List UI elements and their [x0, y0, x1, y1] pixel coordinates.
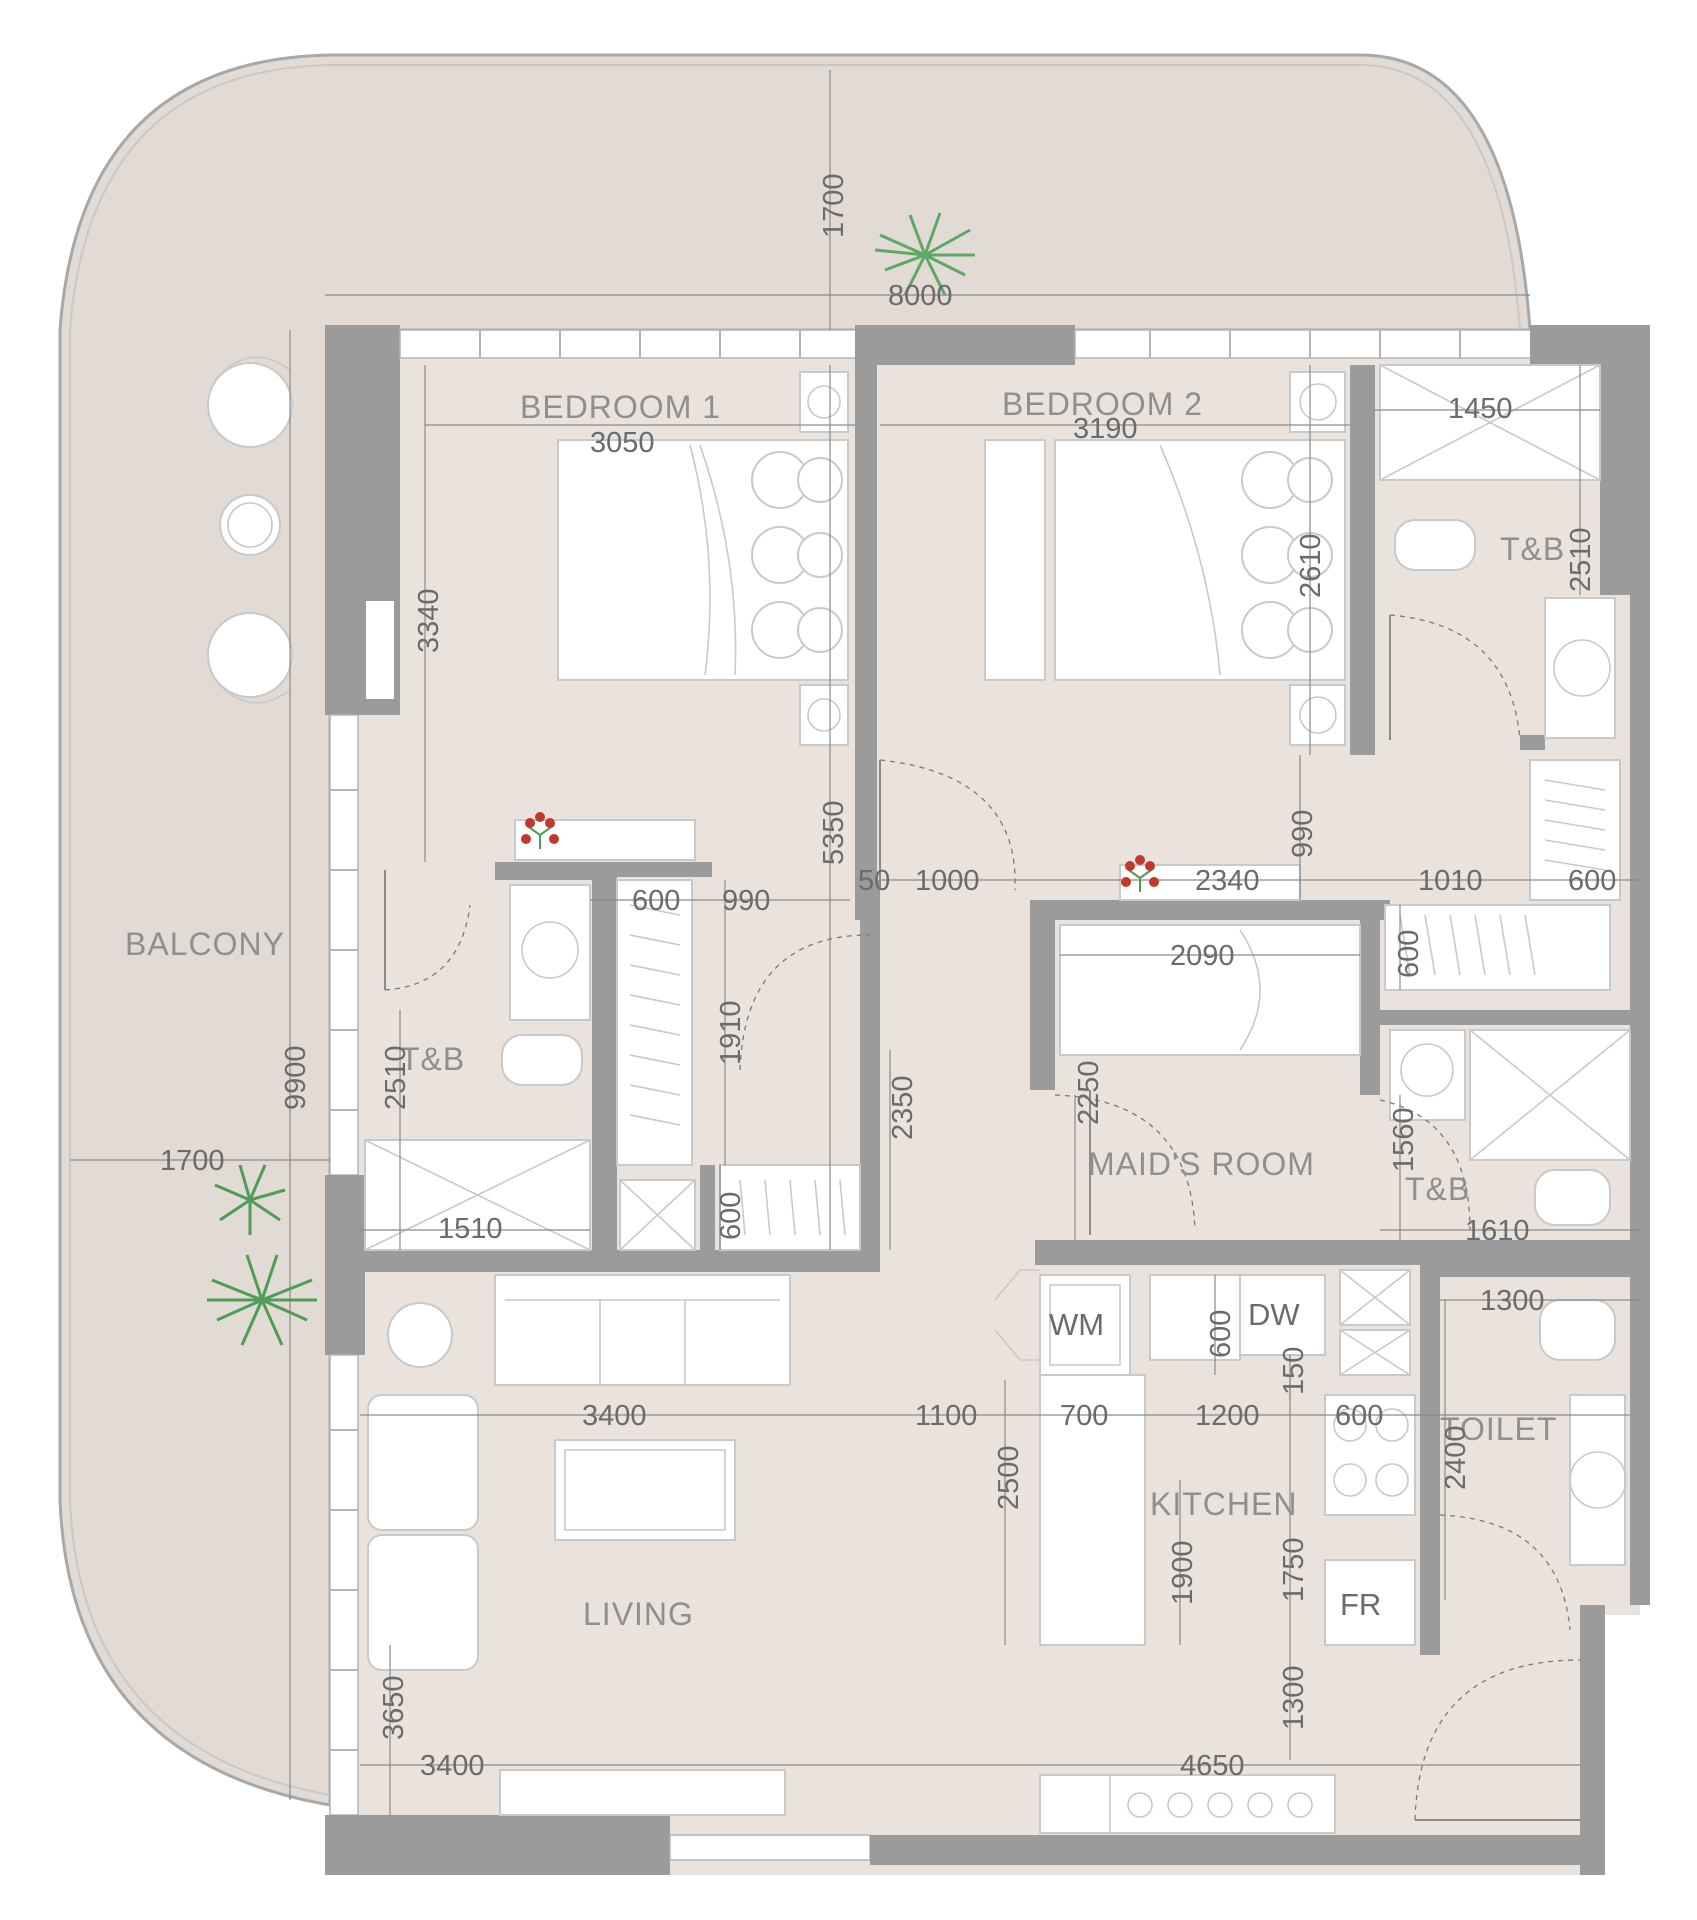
dim-label: 1300: [1278, 1665, 1310, 1730]
appliance-label-dw: DW: [1248, 1297, 1300, 1332]
room-label-living: LIVING: [583, 1596, 694, 1632]
dim-label: 600: [632, 885, 680, 917]
dim-label: 150: [1278, 1347, 1310, 1395]
dimension-lines: [70, 70, 1640, 1815]
dim-label: 600: [715, 1192, 747, 1240]
dim-label: 1000: [915, 865, 980, 897]
room-label-bedroom2: BEDROOM 2: [1002, 386, 1203, 422]
dim-label: 1560: [1388, 1107, 1420, 1172]
dim-label: 3050: [590, 427, 655, 459]
dim-label: 600: [1393, 930, 1425, 978]
dim-label: 990: [1287, 810, 1319, 858]
dim-label: 50: [858, 865, 890, 897]
dim-label: 2350: [887, 1075, 919, 1140]
dim-label: 3190: [1073, 413, 1138, 445]
living-furniture: [367, 1274, 1336, 1834]
wardrobes: [616, 759, 1621, 1251]
dim-label: 1100: [915, 1400, 977, 1432]
dim-label: 1900: [1167, 1540, 1199, 1605]
room-label-tb-maid: T&B: [1405, 1171, 1470, 1207]
window-mullions: [330, 330, 1461, 1751]
room-label-bedroom1: BEDROOM 1: [520, 389, 721, 425]
dim-label: 1750: [1278, 1537, 1310, 1602]
dim-label: 5350: [818, 800, 850, 865]
dim-label: 700: [1060, 1400, 1108, 1432]
door-arcs: [384, 614, 1581, 1821]
room-label-balcony: BALCONY: [125, 926, 285, 962]
dim-label: 1700: [160, 1145, 225, 1177]
room-label-toilet: TOILET: [1440, 1411, 1557, 1447]
dim-label: 8000: [888, 280, 953, 312]
dim-label: 9900: [280, 1045, 312, 1110]
dim-label: 3400: [420, 1750, 485, 1782]
dim-label: 3650: [378, 1675, 410, 1740]
dim-label: 990: [722, 885, 770, 917]
room-label-maids-room: MAID'S ROOM: [1088, 1146, 1315, 1182]
dim-label: 600: [1335, 1400, 1383, 1432]
dim-label: 1610: [1465, 1215, 1530, 1247]
dim-label: 2510: [380, 1045, 412, 1110]
dim-label: 2500: [993, 1445, 1025, 1510]
balcony-area: [58, 53, 1532, 1807]
dim-label: 1300: [1480, 1285, 1545, 1317]
room-label-tb-bedroom2: T&B: [1500, 531, 1565, 567]
dim-label: 1910: [715, 1000, 747, 1065]
flower-icon: [521, 812, 1159, 892]
dim-label: 1510: [438, 1213, 503, 1245]
tb-maid-fixtures: [1389, 1029, 1631, 1226]
plant-icon: [874, 212, 975, 296]
dim-label: 3340: [413, 588, 445, 653]
dim-label: 1450: [1448, 393, 1513, 425]
appliance-label-fr: FR: [1340, 1587, 1381, 1622]
dim-label: 1200: [1195, 1400, 1260, 1432]
dim-label: 2610: [1295, 533, 1327, 598]
kitchen-fixtures: [994, 1269, 1416, 1646]
appliance-label-wm: WM: [1049, 1307, 1104, 1342]
room-label-kitchen: KITCHEN: [1150, 1486, 1297, 1522]
dim-label: 600: [1568, 865, 1616, 897]
dim-label: 2400: [1440, 1425, 1472, 1490]
tb2-fixtures: [1379, 364, 1616, 739]
plant-icon: [207, 1164, 317, 1346]
dim-label: 2340: [1195, 865, 1260, 897]
dim-label: 3400: [582, 1400, 647, 1432]
bed-bedroom1: [557, 371, 849, 746]
room-label-tb-bedroom1: T&B: [400, 1041, 465, 1077]
tb1-fixtures: [364, 819, 696, 1251]
dim-label: 2510: [1565, 527, 1597, 592]
balcony-furniture: [207, 356, 293, 704]
bed-bedroom2: [984, 371, 1346, 746]
dim-label: 4650: [1180, 1750, 1245, 1782]
balcony-rail: [69, 64, 1521, 1796]
dim-label: 2090: [1170, 940, 1235, 972]
dimension-labels: 1700 8000 3050 3190 1450 2510 2610 3340 …: [160, 173, 1616, 1782]
toilet-fixtures: [1539, 1299, 1627, 1566]
dim-label: 1700: [818, 173, 850, 238]
dim-label: 600: [1205, 1310, 1237, 1358]
walls: [325, 325, 1650, 1875]
dim-label: 1010: [1418, 865, 1483, 897]
dim-label: 2250: [1073, 1060, 1105, 1125]
